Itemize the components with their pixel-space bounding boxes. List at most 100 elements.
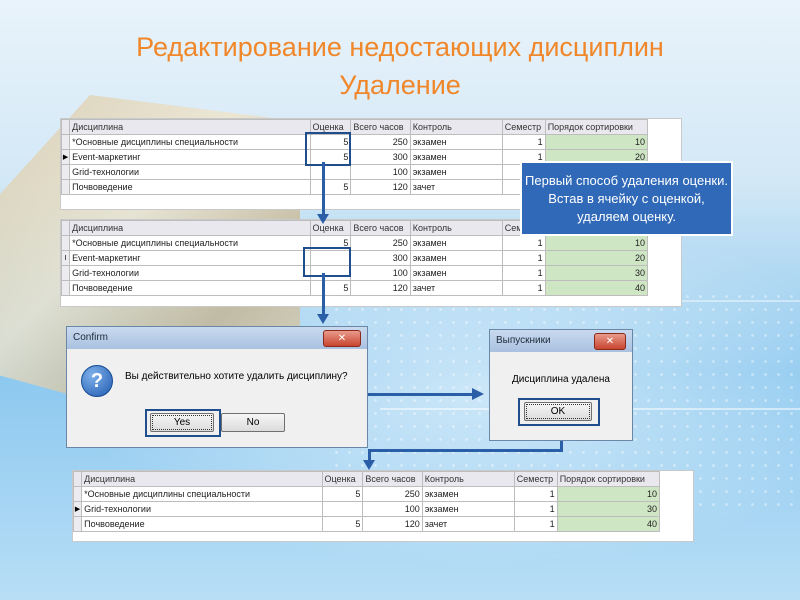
arrow-down-icon — [363, 460, 375, 470]
cell-order[interactable]: 10 — [544, 235, 649, 251]
cell-name[interactable]: Grid-технологии — [69, 164, 311, 180]
cell-hours[interactable]: 300 — [350, 250, 411, 266]
cell-control[interactable]: зачет — [421, 516, 515, 532]
column-header[interactable]: Порядок сортировки — [556, 471, 661, 487]
row-indicator[interactable] — [60, 235, 71, 251]
column-header[interactable]: Оценка — [309, 119, 352, 135]
cell-control[interactable]: экзамен — [409, 235, 503, 251]
cell-grade[interactable]: 5 — [309, 179, 352, 195]
cell-grade[interactable] — [321, 501, 364, 517]
arrow-line — [368, 449, 563, 452]
cell-control[interactable]: экзамен — [421, 501, 515, 517]
cell-grade[interactable] — [309, 164, 352, 180]
column-header[interactable]: Контроль — [421, 471, 515, 487]
row-indicator[interactable] — [60, 265, 71, 281]
cell-order[interactable]: 30 — [556, 501, 661, 517]
cell-name[interactable]: Event-маркетинг — [69, 250, 311, 266]
column-header[interactable]: Дисциплина — [69, 220, 311, 236]
cell-control[interactable]: зачет — [409, 179, 503, 195]
cell-hours[interactable]: 120 — [350, 280, 411, 296]
cell-name[interactable]: Почвоведение — [81, 516, 323, 532]
close-button[interactable]: ✕ — [323, 330, 361, 347]
column-header[interactable]: Контроль — [409, 220, 503, 236]
info-dialog: Выпускники ✕ Дисциплина удалена OK — [489, 329, 633, 441]
cell-grade[interactable]: 5 — [309, 280, 352, 296]
cell-order[interactable]: 40 — [544, 280, 649, 296]
cell-control[interactable]: экзамен — [409, 164, 503, 180]
cell-order[interactable]: 30 — [544, 265, 649, 281]
cell-grade[interactable]: 5 — [321, 486, 364, 502]
column-header[interactable]: Порядок сортировки — [544, 119, 649, 135]
cell-name[interactable]: *Основные дисциплины специальности — [69, 134, 311, 150]
cell-hours[interactable]: 300 — [350, 149, 411, 165]
cell-hours[interactable]: 100 — [362, 501, 423, 517]
cell-hours[interactable]: 120 — [362, 516, 423, 532]
column-header[interactable]: Всего часов — [350, 119, 411, 135]
cell-sem[interactable]: 1 — [501, 134, 546, 150]
cell-name[interactable]: Grid-технологии — [81, 501, 323, 517]
column-header[interactable]: Семестр — [513, 471, 558, 487]
cell-hours[interactable]: 250 — [362, 486, 423, 502]
row-indicator[interactable] — [60, 179, 71, 195]
row-indicator[interactable] — [60, 134, 71, 150]
row-indicator[interactable]: ▶ — [60, 149, 71, 165]
cell-control[interactable]: экзамен — [409, 265, 503, 281]
cell-name[interactable]: Почвоведение — [69, 280, 311, 296]
cell-sem[interactable]: 1 — [513, 516, 558, 532]
cell-control[interactable]: зачет — [409, 280, 503, 296]
cell-hours[interactable]: 100 — [350, 265, 411, 281]
yes-button[interactable]: Yes — [150, 413, 214, 432]
column-header[interactable]: Оценка — [321, 471, 364, 487]
row-indicator[interactable]: ▶ — [72, 501, 83, 517]
row-indicator[interactable] — [72, 516, 83, 532]
cell-control[interactable]: экзамен — [409, 250, 503, 266]
column-header[interactable]: Всего часов — [362, 471, 423, 487]
column-header[interactable]: Семестр — [501, 119, 546, 135]
ok-button[interactable]: OK — [524, 402, 592, 421]
cell-name[interactable]: Почвоведение — [69, 179, 311, 195]
close-button[interactable]: ✕ — [594, 333, 626, 350]
cell-hours[interactable]: 250 — [350, 134, 411, 150]
cell-order[interactable]: 20 — [544, 250, 649, 266]
cell-name[interactable]: Grid-технологии — [69, 265, 311, 281]
arrow-line — [368, 449, 371, 463]
row-indicator[interactable]: I — [60, 250, 71, 266]
cell-control[interactable]: экзамен — [409, 134, 503, 150]
cell-name[interactable]: *Основные дисциплины специальности — [81, 486, 323, 502]
row-indicator[interactable] — [72, 486, 83, 502]
column-header[interactable]: Дисциплина — [69, 119, 311, 135]
cell-sem[interactable]: 1 — [513, 501, 558, 517]
cell-sem[interactable]: 1 — [501, 235, 546, 251]
cell-hours[interactable]: 100 — [350, 164, 411, 180]
cell-sem[interactable]: 1 — [501, 250, 546, 266]
column-header[interactable]: Всего часов — [350, 220, 411, 236]
no-button[interactable]: No — [221, 413, 285, 432]
cell-grade[interactable]: 5 — [321, 516, 364, 532]
cell-name[interactable]: *Основные дисциплины специальности — [69, 235, 311, 251]
cell-hours[interactable]: 250 — [350, 235, 411, 251]
cell-control[interactable]: экзамен — [409, 149, 503, 165]
cell-sem[interactable]: 1 — [513, 486, 558, 502]
cell-hours[interactable]: 120 — [350, 179, 411, 195]
cell-sem[interactable]: 1 — [501, 280, 546, 296]
row-indicator[interactable] — [60, 280, 71, 296]
cell-order[interactable]: 10 — [544, 134, 649, 150]
cell-order[interactable]: 10 — [556, 486, 661, 502]
cell-control[interactable]: экзамен — [421, 486, 515, 502]
cell-sem[interactable]: 1 — [501, 265, 546, 281]
cell-order[interactable]: 40 — [556, 516, 661, 532]
cell-name[interactable]: Event-маркетинг — [69, 149, 311, 165]
column-header[interactable]: Контроль — [409, 119, 503, 135]
row-indicator[interactable] — [60, 164, 71, 180]
column-header[interactable]: Дисциплина — [81, 471, 323, 487]
yes-highlight — [145, 409, 221, 437]
